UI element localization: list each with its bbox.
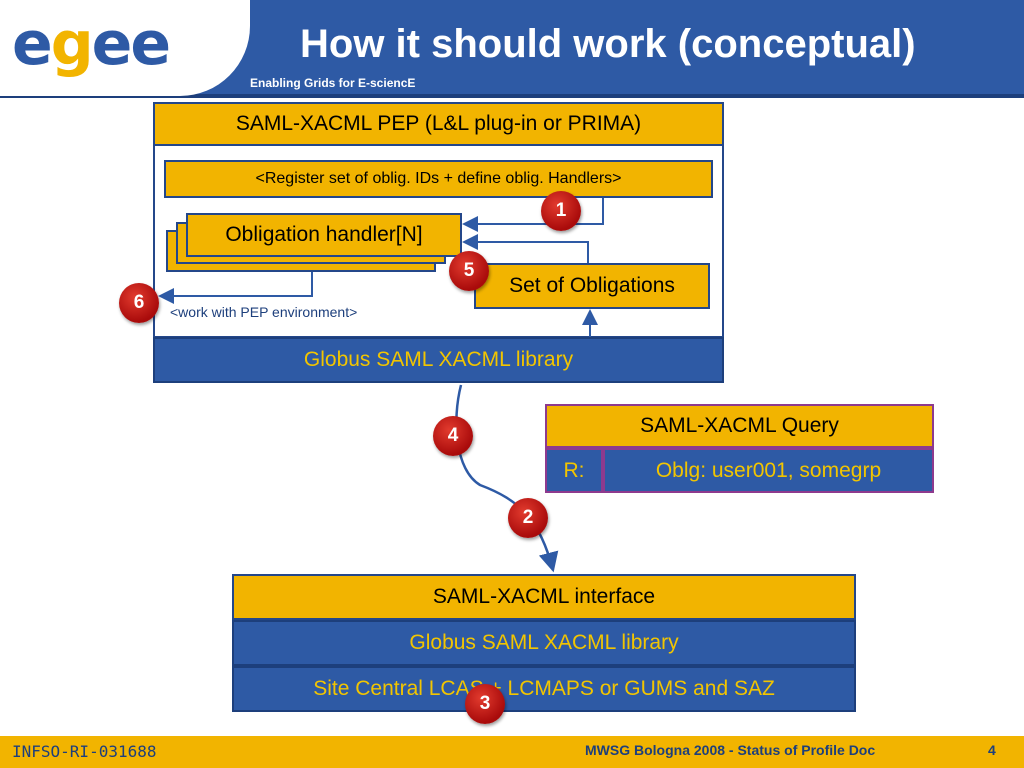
server-interface-box: SAML-XACML interface [232, 574, 856, 620]
query-r-label: R: [545, 448, 603, 493]
step-badge-4: 4 [433, 416, 473, 456]
step-badge-6: 6 [119, 283, 159, 323]
arrow-handler-to-env [158, 272, 313, 304]
server-backend-box: Site Central LCAS + LCMAPS or GUMS and S… [232, 666, 856, 712]
tagline: Enabling Grids for E-sciencE [250, 76, 416, 90]
register-box: <Register set of oblig. IDs + define obl… [164, 160, 713, 198]
query-title-box: SAML-XACML Query [545, 404, 934, 448]
obligation-handler: Obligation handler[N] [186, 213, 462, 257]
slide-title: How it should work (conceptual) [300, 22, 916, 66]
step-badge-3: 3 [465, 684, 505, 724]
footer-bar [0, 736, 1024, 768]
logo-area [0, 0, 250, 96]
pep-env-label: <work with PEP environment> [170, 304, 358, 320]
header-strip [0, 94, 1024, 98]
set-of-obligations-box: Set of Obligations [474, 263, 710, 309]
step-badge-5: 5 [449, 251, 489, 291]
pep-title-box: SAML-XACML PEP (L&L plug-in or PRIMA) [153, 102, 724, 146]
egee-logo: egee [12, 9, 171, 79]
footer-event: MWSG Bologna 2008 - Status of Profile Do… [585, 742, 876, 758]
arrow-register-to-handler [462, 198, 604, 232]
step-badge-2: 2 [508, 498, 548, 538]
query-oblg-value: Oblg: user001, somegrp [603, 448, 934, 493]
server-library-box: Globus SAML XACML library [232, 620, 856, 666]
arrow-obligations-to-handler [462, 234, 589, 263]
footer-page-number: 4 [988, 742, 996, 758]
step-badge-1: 1 [541, 191, 581, 231]
pep-library-box: Globus SAML XACML library [153, 337, 724, 383]
arrow-library-to-server [455, 384, 559, 573]
footer-project-id: INFSO-RI-031688 [12, 742, 157, 761]
